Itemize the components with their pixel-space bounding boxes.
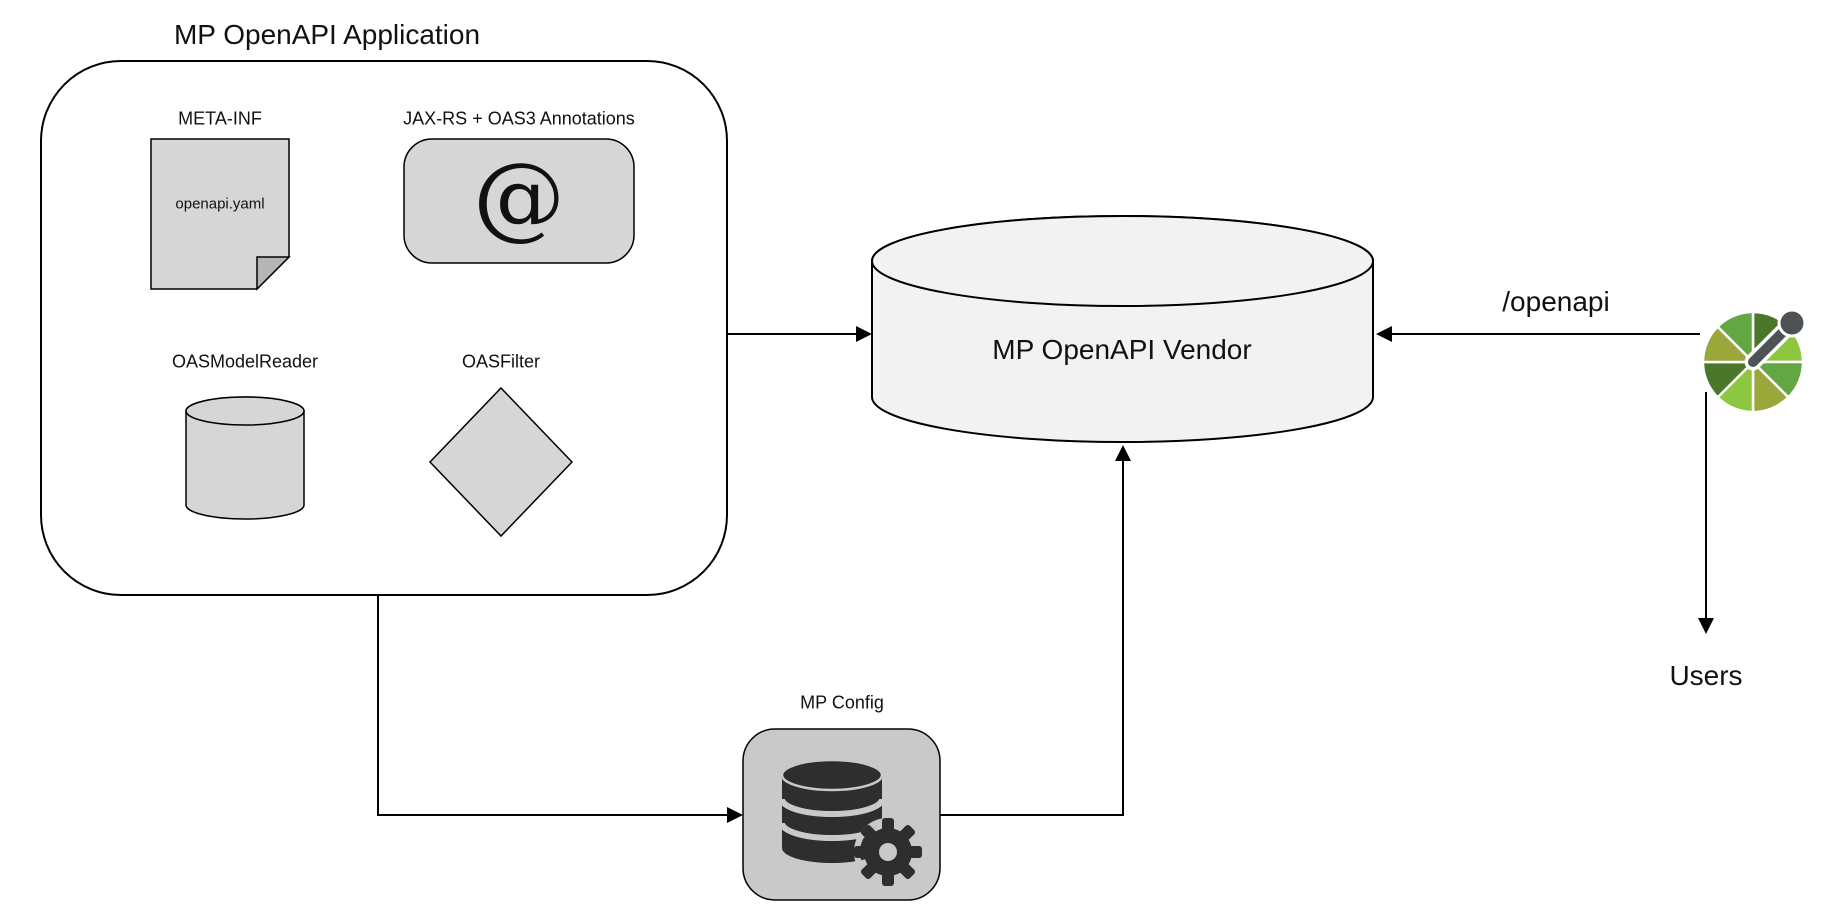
document-fold-corner: [256, 256, 291, 291]
document-icon: [150, 138, 291, 291]
vendor-label: MP OpenAPI Vendor: [992, 334, 1252, 365]
arrow-app-to-vendor: [727, 326, 872, 342]
gear-icon: [854, 818, 922, 886]
openapi-logo-icon: [1701, 308, 1807, 414]
filter-diamond-icon: [428, 386, 574, 538]
connector-config-to-vendor: [940, 445, 1131, 816]
filter-label: OASFilter: [461, 351, 541, 372]
config-database-gear-icon: [779, 758, 922, 886]
at-annotation-symbol: @: [473, 143, 565, 251]
users-label: Users: [1669, 660, 1743, 691]
config-label: MP Config: [800, 692, 884, 713]
model-reader-label: OASModelReader: [171, 351, 319, 372]
connector-app-to-config: [377, 595, 743, 823]
annotations-box: [403, 138, 635, 264]
arrow-openapi-to-vendor: [1376, 326, 1700, 342]
endpoint-label: /openapi: [1502, 286, 1610, 317]
annotations-label: JAX-RS + OAS3 Annotations: [403, 108, 635, 129]
vendor-cylinder-icon: [871, 215, 1374, 443]
arrow-logo-to-users: [1698, 392, 1714, 634]
application-container-box: [40, 60, 728, 596]
diagram-title: MP OpenAPI Application: [173, 19, 481, 50]
openapi-yaml-label: openapi.yaml: [175, 195, 265, 213]
meta-inf-label: META-INF: [178, 108, 262, 129]
model-reader-cylinder-icon: [185, 396, 305, 520]
